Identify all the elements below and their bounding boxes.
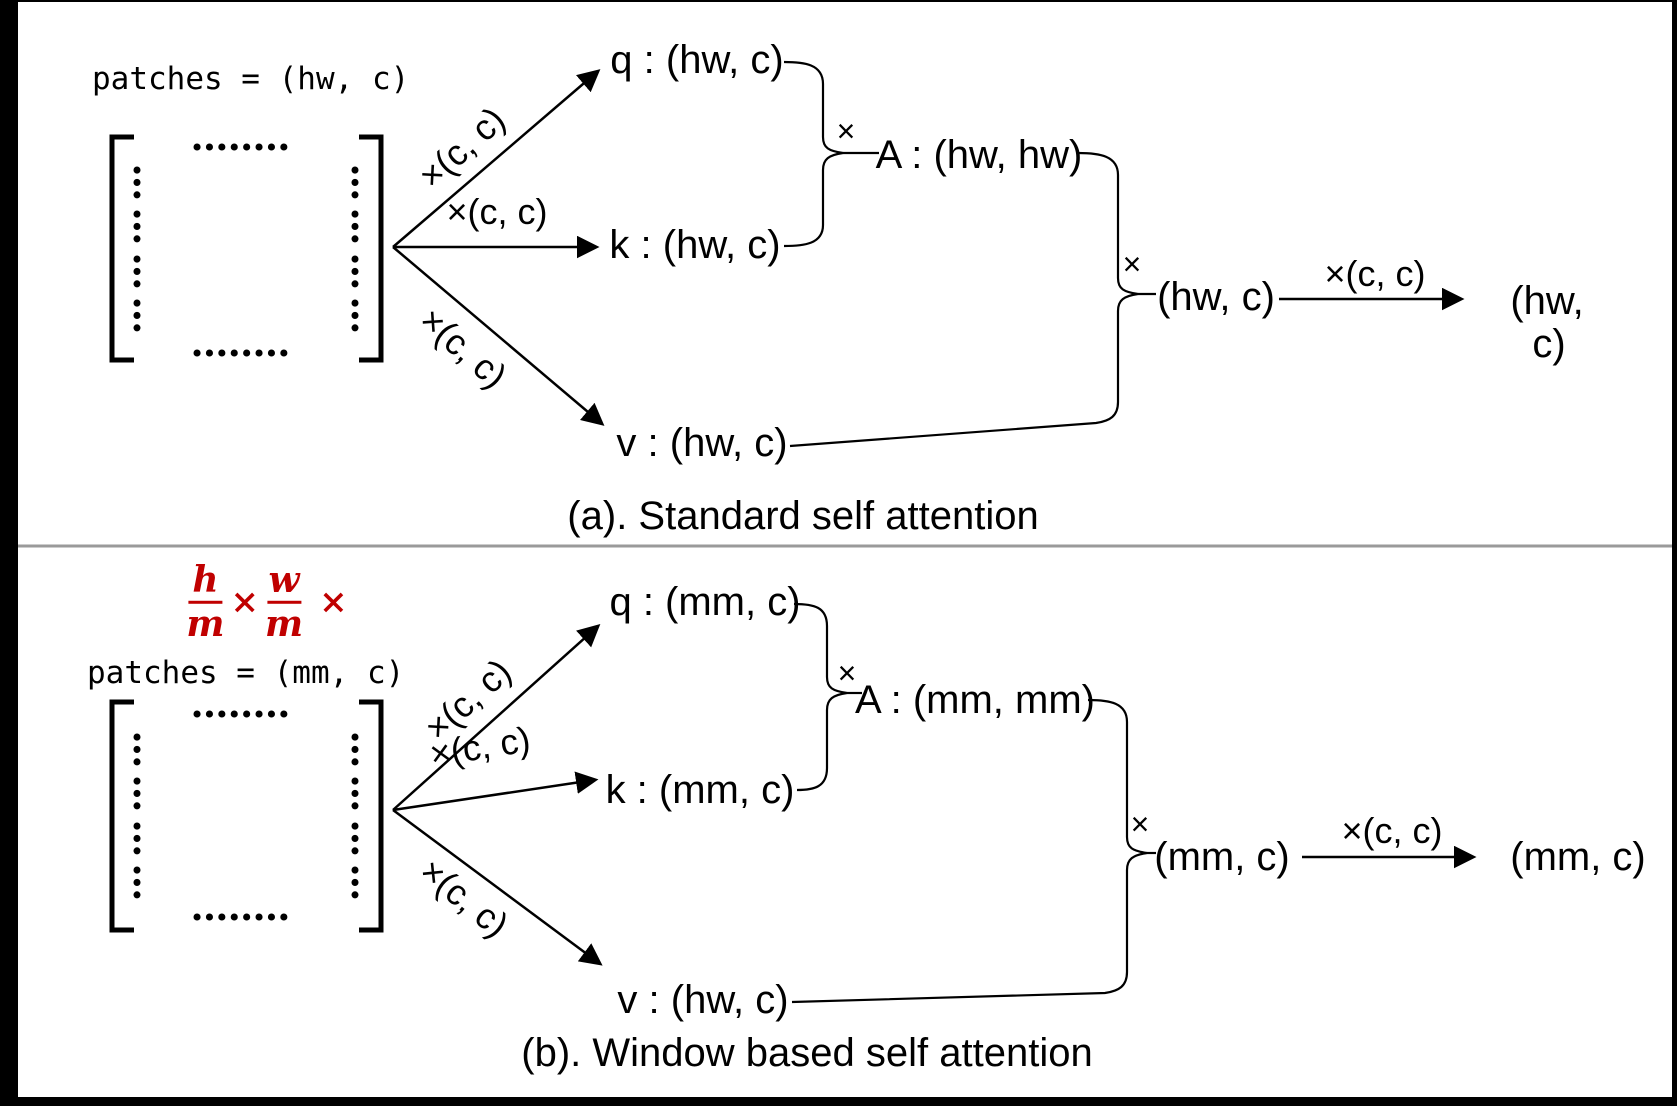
multiply-sign: × [230, 582, 260, 622]
value-label-a: v : (hw, c) [616, 421, 788, 465]
patch-matrix-a [109, 134, 384, 363]
attention-matrix-label-b: A : (mm, mm) [855, 678, 1095, 722]
projection-weight-label-a: ×(c, c) [1324, 253, 1426, 294]
query-label-b: q : (mm, c) [609, 580, 801, 624]
multiply-qk-b: × [837, 655, 857, 691]
brace-qk-b [793, 602, 862, 792]
brace-qk-a [783, 60, 879, 248]
window-count-formula: h m × w m × [186, 562, 347, 642]
fraction-denominator: m [186, 602, 225, 645]
patch-matrix-b [109, 699, 384, 933]
key-label-b: k : (mm, c) [605, 768, 795, 812]
patches-shape-label-b: patches = (mm, c) [87, 655, 405, 691]
patches-shape-label-a: patches = (hw, c) [92, 61, 410, 97]
fraction-bar [267, 600, 302, 604]
brace-av-b [791, 698, 1156, 1004]
attended-shape-label-b: (mm, c) [1154, 835, 1290, 879]
multiply-qk-a: × [836, 113, 856, 149]
caption-panel-a: (a). Standard self attention [567, 494, 1039, 538]
multiply-av-a: × [1122, 246, 1142, 282]
output-shape-label-b: (mm, c) [1510, 835, 1646, 879]
attention-matrix-label-a: A : (hw, hw) [875, 133, 1083, 177]
fraction-denominator: m [265, 602, 304, 645]
value-label-b: v : (hw, c) [617, 978, 789, 1022]
caption-panel-b: (b). Window based self attention [521, 1031, 1093, 1075]
attended-shape-label-a: (hw, c) [1157, 275, 1275, 319]
projection-weight-label-b: ×(c, c) [1341, 810, 1443, 851]
key-label-a: k : (hw, c) [609, 223, 781, 267]
weight-label-k-a: ×(c, c) [446, 191, 548, 232]
fraction-numerator: h [192, 558, 219, 601]
fraction-bar [188, 600, 223, 604]
qkv-arrows-b [392, 623, 603, 966]
query-label-a: q : (hw, c) [610, 38, 784, 82]
output-shape-line2-a: c) [1532, 322, 1566, 366]
multiply-sign: × [319, 582, 348, 622]
brace-av-a [789, 151, 1156, 448]
fraction-numerator: w [268, 558, 300, 601]
multiply-av-b: × [1130, 806, 1150, 842]
output-shape-line1-a: (hw, [1510, 279, 1584, 323]
figure-background [18, 2, 1672, 1097]
fraction-h-over-m: h m [186, 562, 224, 642]
qkv-arrows-a [392, 69, 605, 426]
fraction-w-over-m: w m [265, 562, 303, 642]
